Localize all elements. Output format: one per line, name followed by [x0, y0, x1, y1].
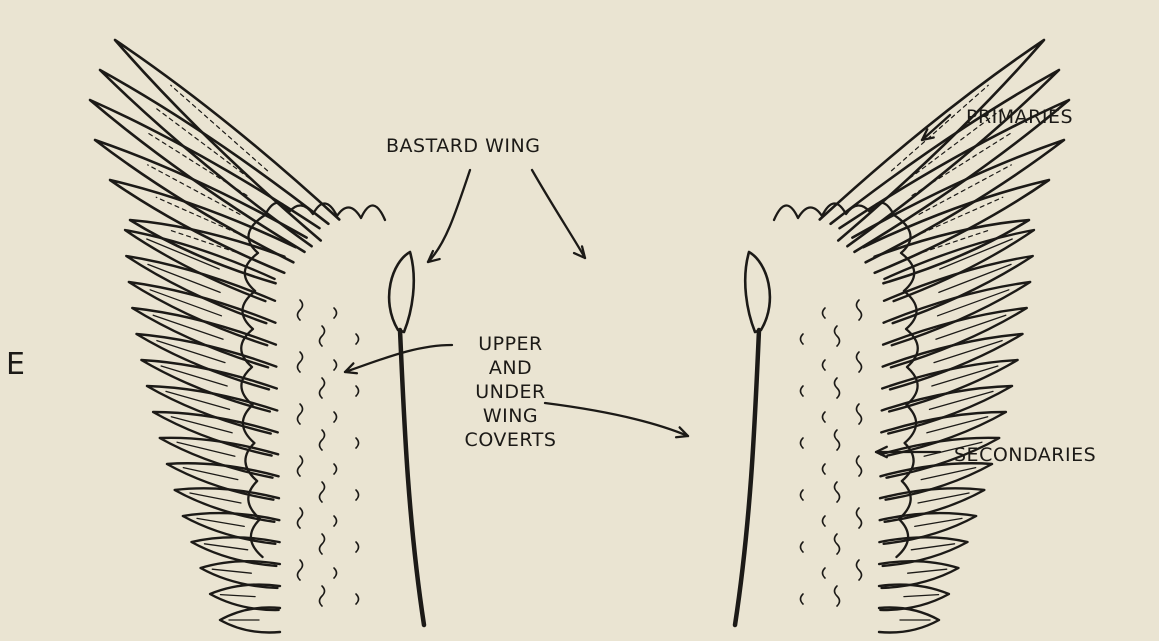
coverts-line-3: UNDER	[448, 380, 573, 404]
secondaries-label: SECONDARIES	[954, 446, 1096, 465]
panel-letter: E	[6, 350, 25, 380]
right-wing-drawing	[735, 40, 1069, 633]
bastard-wing-label: BASTARD WING	[386, 137, 540, 156]
wing-coverts-label: UPPER AND UNDER WING COVERTS	[448, 332, 573, 452]
coverts-line-4: WING	[448, 404, 573, 428]
coverts-line-5: COVERTS	[448, 428, 573, 452]
label-arrows	[345, 115, 950, 457]
left-wing-drawing	[90, 40, 424, 633]
coverts-line-2: AND	[448, 356, 573, 380]
coverts-line-1: UPPER	[448, 332, 573, 356]
primaries-label: PRIMARIES	[966, 108, 1073, 127]
